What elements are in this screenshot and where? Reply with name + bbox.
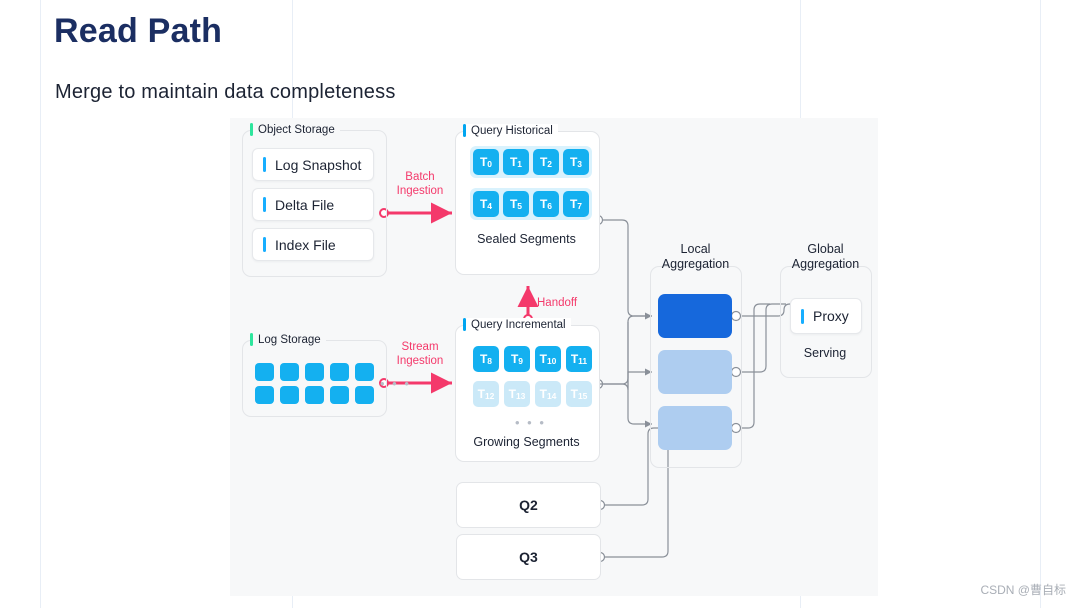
group-local-aggregation bbox=[650, 266, 742, 468]
group-label-log-storage: Log Storage bbox=[250, 333, 326, 346]
diagram-canvas: Object Storage Log Snapshot Delta File I… bbox=[230, 118, 878, 596]
query-box-q3[interactable]: Q3 bbox=[456, 534, 601, 580]
log-block bbox=[305, 363, 324, 381]
group-label-query-historical: Query Historical bbox=[463, 124, 558, 137]
accent-bar-icon bbox=[801, 308, 804, 324]
log-block bbox=[255, 363, 274, 381]
accent-bar-icon bbox=[263, 197, 266, 212]
local-agg-block-3[interactable] bbox=[658, 406, 732, 450]
log-block bbox=[280, 363, 299, 381]
caption-serving: Serving bbox=[803, 346, 847, 360]
caption-sealed-segments: Sealed Segments bbox=[477, 232, 576, 246]
group-title-text: Object Storage bbox=[258, 123, 335, 136]
log-block bbox=[305, 386, 324, 404]
group-title-text: Query Incremental bbox=[471, 318, 566, 331]
page-title: Read Path bbox=[54, 12, 223, 50]
local-agg-block-1[interactable] bbox=[658, 294, 732, 338]
accent-bar-icon bbox=[250, 333, 253, 346]
chip-log-snapshot[interactable]: Log Snapshot bbox=[252, 148, 374, 181]
log-block bbox=[255, 386, 274, 404]
chip-delta-file[interactable]: Delta File bbox=[252, 188, 374, 221]
log-block bbox=[330, 386, 349, 404]
guide-line-left bbox=[40, 0, 41, 608]
accent-bar-icon bbox=[263, 157, 266, 172]
group-title-text: Log Storage bbox=[258, 333, 321, 346]
accent-bar-icon bbox=[463, 124, 466, 137]
label-handoff: Handoff bbox=[537, 297, 578, 309]
chip-index-file[interactable]: Index File bbox=[252, 228, 374, 261]
accent-bar-icon bbox=[263, 237, 266, 252]
log-storage-ellipsis: • • • bbox=[380, 376, 411, 391]
group-label-object-storage: Object Storage bbox=[250, 123, 340, 136]
accent-bar-icon bbox=[250, 123, 253, 136]
group-global-aggregation bbox=[780, 266, 872, 378]
label-batch-ingestion: Batch Ingestion bbox=[396, 171, 444, 197]
local-agg-block-2[interactable] bbox=[658, 350, 732, 394]
chip-label: Log Snapshot bbox=[275, 156, 362, 173]
log-block bbox=[330, 363, 349, 381]
caption-growing-segments: Growing Segments bbox=[473, 435, 580, 449]
chip-label: Index File bbox=[275, 236, 336, 253]
proxy-box[interactable]: Proxy bbox=[790, 298, 862, 334]
log-block bbox=[355, 363, 374, 381]
group-label-query-incremental: Query Incremental bbox=[463, 318, 571, 331]
log-block bbox=[280, 386, 299, 404]
query-box-label: Q3 bbox=[519, 549, 538, 565]
page-subtitle: Merge to maintain data completeness bbox=[55, 81, 396, 103]
guide-line-far bbox=[1040, 0, 1041, 608]
query-box-label: Q2 bbox=[519, 497, 538, 513]
proxy-label: Proxy bbox=[813, 308, 849, 324]
query-box-q2[interactable]: Q2 bbox=[456, 482, 601, 528]
group-title-text: Query Historical bbox=[471, 124, 553, 137]
label-global-aggregation: Global Aggregation bbox=[791, 242, 860, 271]
watermark: CSDN @曹自标 bbox=[980, 583, 1066, 597]
label-local-aggregation: Local Aggregation bbox=[661, 242, 730, 271]
chip-label: Delta File bbox=[275, 196, 335, 213]
label-stream-ingestion: Stream Ingestion bbox=[396, 341, 444, 367]
log-block bbox=[355, 386, 374, 404]
accent-bar-icon bbox=[463, 318, 466, 331]
growing-ellipsis: • • • bbox=[515, 415, 546, 430]
